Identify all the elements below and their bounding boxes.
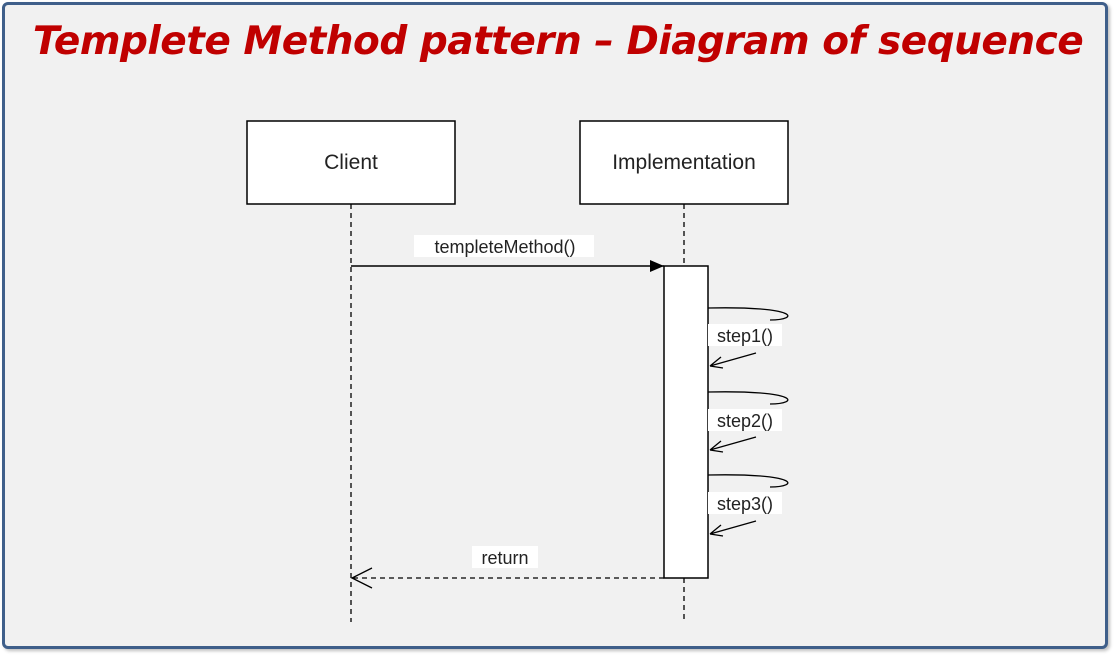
message-templete-method: templeteMethod() <box>351 235 664 272</box>
return-arrow-head <box>350 567 373 589</box>
step1-arrow <box>709 352 757 369</box>
page-title: Templete Method pattern – Diagram of seq… <box>32 19 1084 64</box>
step2-loop <box>707 391 789 405</box>
slide: Templete Method pattern – Diagram of seq… <box>2 2 1108 649</box>
participant-client: Client <box>246 120 456 205</box>
message-step1: step1() <box>707 307 789 369</box>
activation-bar <box>663 265 709 579</box>
message-templete-method-label: templeteMethod() <box>434 237 575 257</box>
step3-arrow <box>709 520 757 537</box>
step1-label-bg <box>708 324 782 346</box>
message-step3: step3() <box>707 474 789 537</box>
step3-label-bg <box>708 492 782 514</box>
step3-label: step3() <box>717 494 773 514</box>
message-step2: step2() <box>707 391 789 453</box>
return-label: return <box>481 548 528 568</box>
step1-label: step1() <box>717 326 773 346</box>
return-label-bg <box>472 546 538 568</box>
message-return: return <box>350 546 664 589</box>
step2-label: step2() <box>717 411 773 431</box>
participant-implementation-label: Implementation <box>612 151 756 174</box>
participant-implementation-box <box>579 120 789 205</box>
step2-arrow <box>709 436 757 453</box>
step3-loop <box>707 474 789 488</box>
step1-loop <box>707 307 789 321</box>
participant-client-box <box>246 120 456 205</box>
step2-label-bg <box>708 409 782 431</box>
participant-implementation: Implementation <box>579 120 789 205</box>
message-templete-method-label-bg <box>414 235 594 257</box>
participant-client-label: Client <box>324 151 378 174</box>
